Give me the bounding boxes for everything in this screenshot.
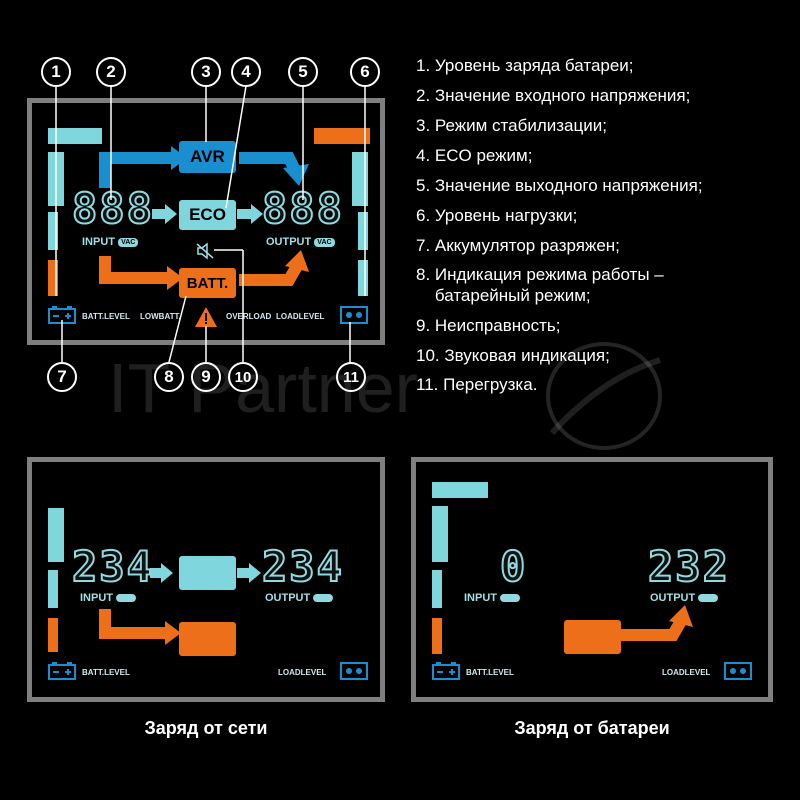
callout-9: 9 <box>191 362 221 392</box>
battery-icon <box>48 662 76 680</box>
callout-5: 5 <box>288 57 318 87</box>
eco-indicator: ECO <box>179 200 236 230</box>
legend-item-5: 5. Значение выходного напряжения; <box>416 176 703 195</box>
callout-11: 11 <box>336 362 366 392</box>
load-level-bar <box>358 260 368 296</box>
batt-indicator: BATT. <box>179 268 236 298</box>
output-label-mains: OUTPUT <box>265 592 334 604</box>
input-pill <box>500 594 521 603</box>
load-icon <box>340 662 368 680</box>
callout-leaders <box>55 85 366 363</box>
warning-triangle-icon <box>195 307 217 327</box>
legend-item-3: 3. Режим стабилизации; <box>416 116 607 135</box>
input-voltage-digits-mains: 234 <box>71 542 154 591</box>
legend-item-2: 2. Значение входного напряжения; <box>416 86 691 105</box>
battery-level-bar-low <box>48 618 58 652</box>
low-batt-label: LOWBATT. <box>140 312 181 321</box>
input-voltage-digits: 888 <box>71 184 154 233</box>
watermark: IT Partner <box>108 349 418 427</box>
load-level-label-mains: LOADLEVEL <box>278 668 327 677</box>
callout-8: 8 <box>154 362 184 392</box>
load-level-bar <box>352 152 368 206</box>
batt-level-label-mains: BATT.LEVEL <box>82 668 130 677</box>
batt-level-label-battery: BATT.LEVEL <box>466 668 514 677</box>
output-voltage-digits: 888 <box>261 184 344 233</box>
callout-3: 3 <box>191 57 221 87</box>
battery-level-bar <box>432 570 442 608</box>
battery-level-bar <box>432 506 448 562</box>
load-level-label: LOADLEVEL <box>276 312 325 321</box>
callout-4: 4 <box>231 57 261 87</box>
legend-item-7: 7. Аккумулятор разряжен; <box>416 236 620 255</box>
output-pill <box>313 594 334 603</box>
output-pill <box>698 594 719 603</box>
output-label-battery: OUTPUT <box>650 592 719 604</box>
legend-item-8-cont: батарейный режим; <box>416 286 591 305</box>
battery-level-bar-low <box>432 618 442 654</box>
output-voltage-digits-battery: 232 <box>647 542 730 591</box>
eco-label: ECO <box>189 205 226 224</box>
avr-label: AVR <box>190 147 225 166</box>
mains-flow-arrows <box>99 563 261 645</box>
legend-item-8: 8. Индикация режима работы – <box>416 265 664 284</box>
battery-level-bar <box>48 508 64 562</box>
battery-level-bar-top <box>432 482 488 498</box>
mute-speaker-icon <box>196 242 214 260</box>
battery-level-bar <box>48 212 58 250</box>
input-voltage-digits-battery: 0 <box>499 542 528 591</box>
input-pill <box>116 594 137 603</box>
callout-7: 7 <box>47 362 77 392</box>
callout-1: 1 <box>41 57 71 87</box>
load-level-bar <box>358 212 368 250</box>
batt-indicator-mains <box>179 622 236 656</box>
input-label-battery: INPUT <box>464 592 521 604</box>
load-level-label-battery: LOADLEVEL <box>662 668 711 677</box>
battery-flow-arrow <box>619 605 693 641</box>
battery-icon <box>432 662 460 680</box>
batt-indicator-battery <box>564 620 621 654</box>
legend-item-6: 6. Уровень нагрузки; <box>416 206 578 225</box>
legend-item-11: 11. Перегрузка. <box>416 375 538 394</box>
load-icon <box>340 306 368 324</box>
output-label: OUTPUT VAC <box>266 236 335 248</box>
overload-label: OVERLOAD <box>226 312 272 321</box>
battery-level-bar <box>48 570 58 608</box>
eco-indicator-mains <box>179 556 236 590</box>
load-level-bar-top <box>314 128 370 144</box>
callout-6: 6 <box>350 57 380 87</box>
legend-item-4: 4. ECO режим; <box>416 146 533 165</box>
avr-indicator: AVR <box>179 141 236 173</box>
callout-10: 10 <box>228 362 258 392</box>
load-icon <box>724 662 752 680</box>
input-label-mains: INPUT <box>80 592 137 604</box>
batt-label: BATT. <box>186 274 229 292</box>
legend-item-10: 10. Звуковая индикация; <box>416 346 610 365</box>
battery-level-bar-low <box>48 260 58 296</box>
caption-battery: Заряд от батареи <box>514 718 670 738</box>
watermark-swirl-icon <box>546 342 662 450</box>
vac-badge-output: VAC <box>314 237 335 247</box>
input-label: INPUT VAC <box>82 236 139 248</box>
vac-badge-input: VAC <box>118 237 139 247</box>
legend-item-9: 9. Неисправность; <box>416 316 561 335</box>
batt-level-label: BATT.LEVEL <box>82 312 130 321</box>
output-voltage-digits-mains: 234 <box>261 542 344 591</box>
caption-mains: Заряд от сети <box>144 718 268 738</box>
battery-level-bar-top <box>48 128 102 144</box>
callout-2: 2 <box>96 57 126 87</box>
legend-item-1: 1. Уровень заряда батареи; <box>416 56 634 75</box>
